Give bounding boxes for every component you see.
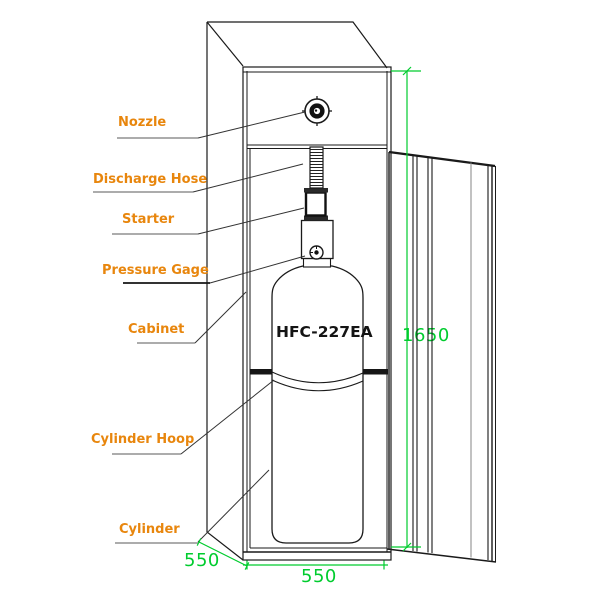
cylinder-shape — [271, 265, 364, 544]
label-discharge-hose: Discharge Hose — [93, 172, 208, 187]
label-starter: Starter — [122, 212, 175, 227]
starter-box — [304, 191, 327, 217]
valve-assembly — [300, 188, 334, 268]
dimension-width: 550 — [301, 566, 337, 587]
cabinet-door — [386, 150, 497, 563]
dimension-depth: 550 — [184, 550, 220, 571]
label-pressure-gage: Pressure Gage — [102, 263, 209, 278]
cylinder-agent-label: HFC-227EA — [276, 323, 373, 341]
label-nozzle: Nozzle — [118, 115, 167, 130]
leader-lines — [180, 111, 306, 543]
nozzle-icon — [302, 96, 332, 126]
coupling-top — [304, 188, 328, 193]
pressure-gage-icon — [309, 245, 324, 260]
label-cabinet: Cabinet — [128, 322, 185, 337]
label-cylinder: Cylinder — [119, 522, 180, 537]
dimension-height: 1650 — [402, 325, 450, 346]
coupling-bottom — [304, 215, 328, 221]
cylinder-hoop-shape — [250, 369, 388, 392]
label-underlines — [93, 137, 210, 544]
discharge-hose-shape — [309, 146, 324, 189]
dimension-lines — [196, 66, 421, 570]
label-cylinder-hoop: Cylinder Hoop — [91, 432, 195, 447]
